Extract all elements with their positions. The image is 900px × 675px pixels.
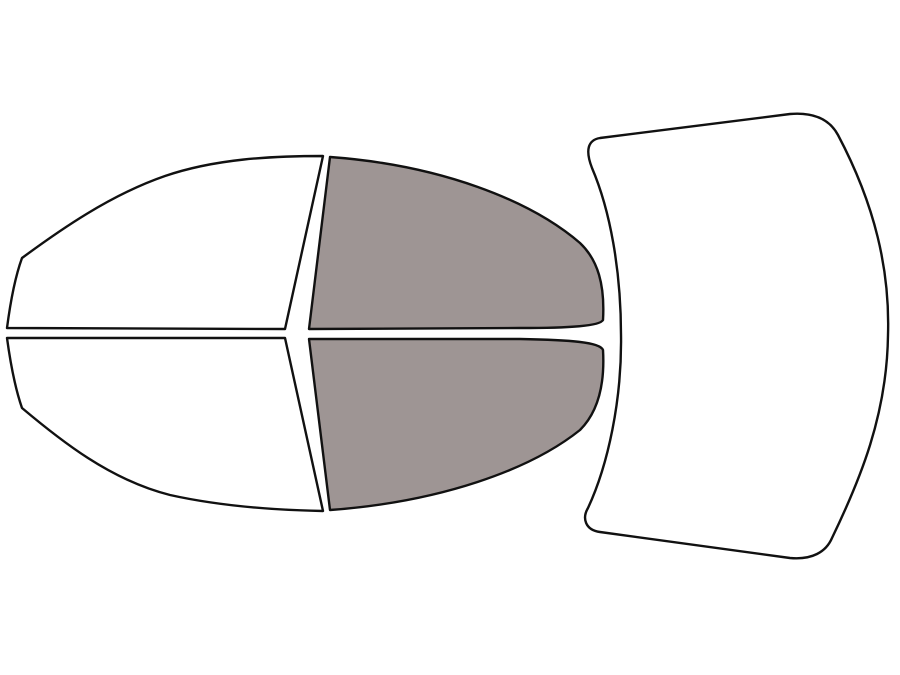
- front-right-door-window[interactable]: [5, 336, 325, 513]
- rear-left-door-window[interactable]: [307, 155, 605, 331]
- rear-right-door-window[interactable]: [307, 337, 605, 512]
- front-left-door-window[interactable]: [5, 154, 325, 331]
- rear-windshield[interactable]: [584, 112, 890, 560]
